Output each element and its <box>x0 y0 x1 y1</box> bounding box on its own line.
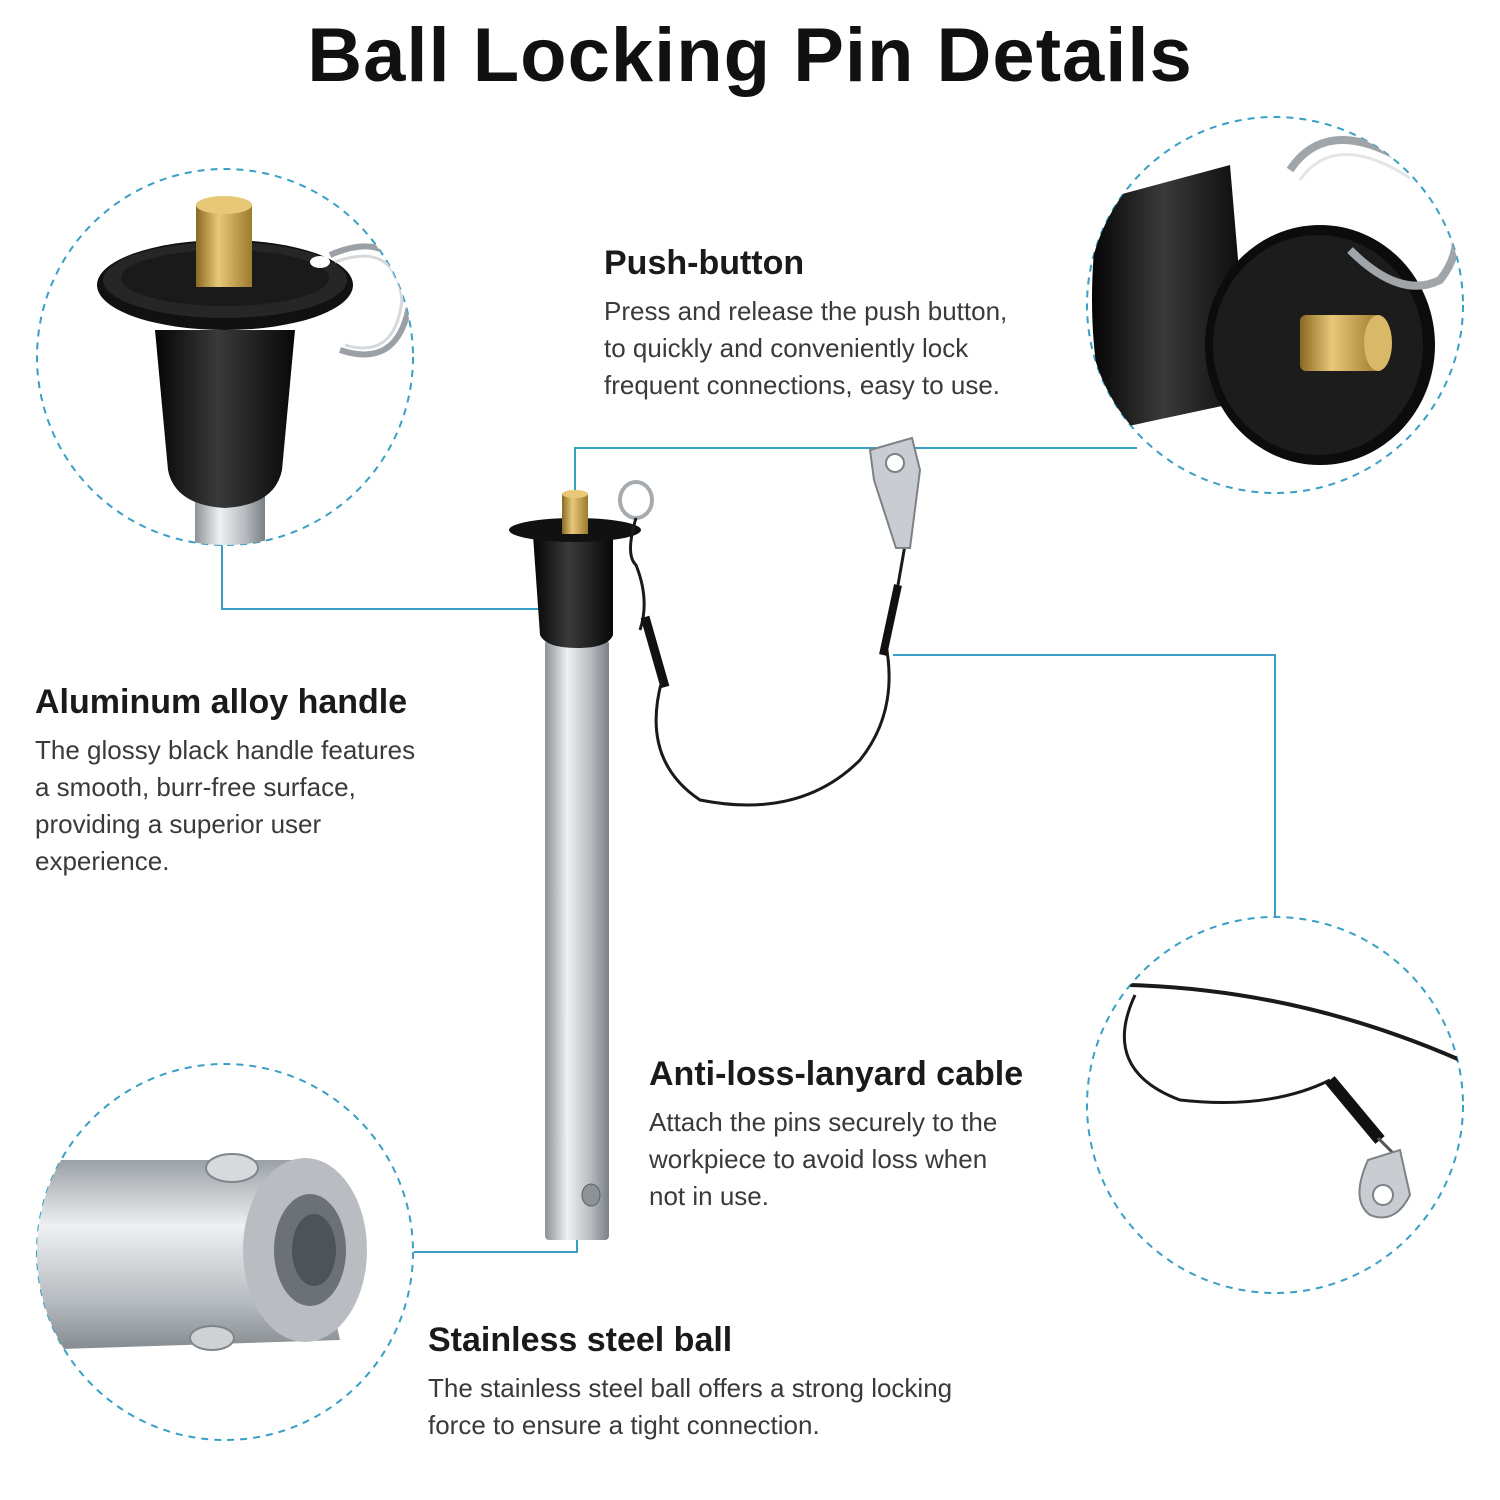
handle-closeup <box>97 196 413 545</box>
feature-description: The stainless steel ball offers a strong… <box>428 1373 953 1440</box>
leader-lanyard <box>893 654 1276 917</box>
feature-description: Press and release the push button, to qu… <box>604 296 1008 400</box>
feature-ball: Stainless steel ball The stainless steel… <box>428 1321 952 1444</box>
circle-lanyard-detail <box>1086 916 1464 1294</box>
feature-heading: Anti-loss-lanyard cable <box>649 1055 1024 1093</box>
feature-description: Attach the pins securely to the workpiec… <box>649 1107 998 1211</box>
leader-handle <box>221 545 540 610</box>
circle-push-button-detail <box>1086 116 1464 494</box>
feature-push-button: Push-button Press and release the push b… <box>604 244 1007 404</box>
page-title: Ball Locking Pin Details <box>307 13 1193 98</box>
feature-heading: Aluminum alloy handle <box>35 683 408 721</box>
ball-closeup <box>37 1153 367 1351</box>
leader-push-button <box>574 447 1137 530</box>
feature-heading: Push-button <box>604 244 805 282</box>
push-button-closeup <box>1092 136 1460 465</box>
feature-description: The glossy black handle features a smoot… <box>35 735 416 876</box>
pin-illustration <box>509 436 922 1240</box>
circle-handle-detail <box>36 168 414 546</box>
feature-handle: Aluminum alloy handle The glossy black h… <box>35 683 415 880</box>
lanyard-closeup <box>1122 983 1461 1219</box>
feature-lanyard: Anti-loss-lanyard cable Attach the pins … <box>649 1055 1023 1215</box>
feature-heading: Stainless steel ball <box>428 1321 733 1359</box>
